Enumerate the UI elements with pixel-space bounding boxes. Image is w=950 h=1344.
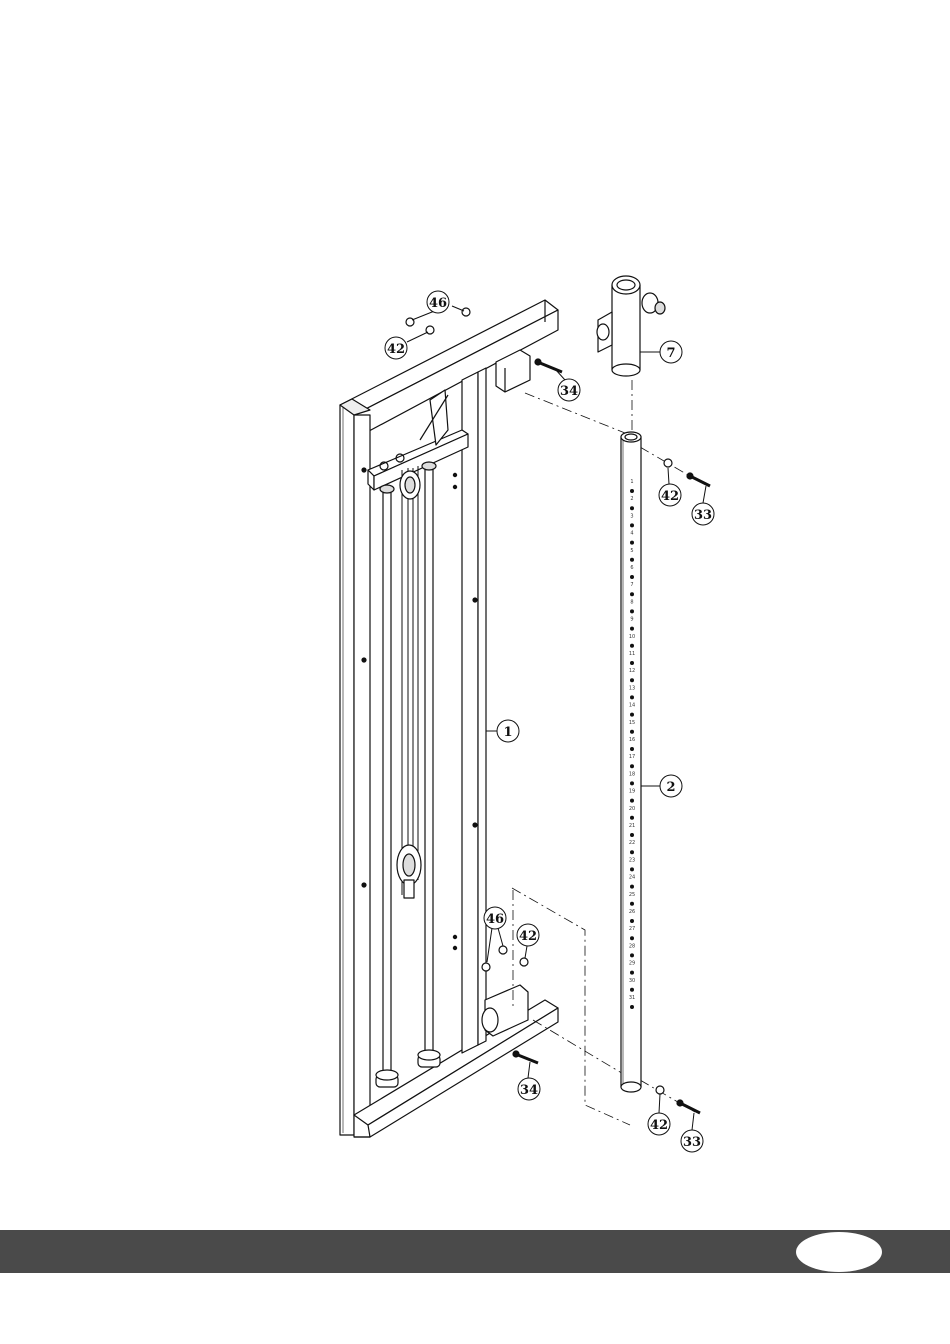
- tube-hole-number: 19: [629, 789, 635, 795]
- tube-hole: [630, 644, 634, 648]
- callout-1: 1: [486, 720, 519, 742]
- tube-hole-number: 27: [629, 926, 635, 932]
- callout-46-top: 46: [412, 291, 464, 320]
- callout-42-bottom: 42: [648, 1094, 670, 1135]
- tube-hole-number: 22: [629, 840, 635, 846]
- tube-hole-number: 8: [630, 599, 633, 605]
- tube-hole-number: 3: [630, 513, 633, 519]
- svg-text:34: 34: [520, 1083, 538, 1098]
- pulley-carriage: [597, 276, 665, 376]
- tube-hole: [630, 609, 634, 613]
- svg-text:42: 42: [661, 489, 679, 504]
- tube-hole-number: 30: [629, 978, 635, 984]
- callout-34-top: 34: [556, 370, 580, 401]
- tube-hole-number: 4: [630, 531, 633, 537]
- tube-hole: [630, 902, 634, 906]
- tube-hole-number: 25: [629, 892, 635, 898]
- callout-42-top: 42: [385, 332, 428, 359]
- hardware: [406, 308, 710, 1113]
- tube-hole: [630, 833, 634, 837]
- tube-hole: [630, 523, 634, 527]
- tube-hole-number: 2: [630, 496, 633, 502]
- callout-42-mid: 42: [517, 924, 539, 958]
- tube-hole-number: 16: [629, 737, 635, 743]
- tube-hole: [630, 541, 634, 545]
- tube-hole: [630, 867, 634, 871]
- tube-hole: [630, 661, 634, 665]
- tube-hole-number: 12: [629, 668, 635, 674]
- page-number: [796, 1232, 882, 1272]
- tube-hole: [630, 764, 634, 768]
- tube-hole-number: 13: [629, 685, 635, 691]
- tube-hole: [630, 506, 634, 510]
- tube-hole-number: 20: [629, 806, 635, 812]
- tube-hole-number: 17: [629, 754, 635, 760]
- tube-hole-number: 31: [629, 995, 635, 1001]
- tube-hole: [630, 885, 634, 889]
- tube-hole-number: 26: [629, 909, 635, 915]
- tube-hole: [630, 747, 634, 751]
- tube-hole: [630, 781, 634, 785]
- tube-hole: [630, 850, 634, 854]
- callout-42-right: 42: [659, 468, 681, 506]
- tube-hole: [630, 627, 634, 631]
- tube-hole-number: 9: [630, 617, 633, 623]
- callout-2: 2: [641, 775, 682, 797]
- svg-text:42: 42: [387, 342, 405, 357]
- tube-hole: [630, 558, 634, 562]
- tube-hole-number: 21: [629, 823, 635, 829]
- tube-hole: [630, 730, 634, 734]
- tube-hole-number: 28: [629, 943, 635, 949]
- tube-hole: [630, 799, 634, 803]
- tube-hole-number: 18: [629, 771, 635, 777]
- tube-hole-number: 15: [629, 720, 635, 726]
- svg-text:1: 1: [503, 725, 512, 740]
- tube-hole: [630, 936, 634, 940]
- tube-hole: [630, 953, 634, 957]
- tube-hole: [630, 988, 634, 992]
- tube-hole-number: 29: [629, 961, 635, 967]
- main-frame: [340, 300, 558, 1137]
- tube-hole-number: 10: [629, 634, 635, 640]
- tube-hole: [630, 592, 634, 596]
- tube-hole-number: 1: [630, 479, 633, 485]
- tube-hole-number: 11: [629, 651, 635, 657]
- tube-hole-number: 23: [629, 857, 635, 863]
- svg-text:46: 46: [486, 912, 504, 927]
- tube-hole: [630, 713, 634, 717]
- tube-hole-number: 24: [629, 875, 635, 881]
- svg-text:33: 33: [683, 1135, 701, 1150]
- svg-text:42: 42: [519, 929, 537, 944]
- tube-hole: [630, 1005, 634, 1009]
- callout-34-bottom: 34: [518, 1062, 540, 1100]
- tube-hole: [630, 489, 634, 493]
- tube-hole: [630, 971, 634, 975]
- svg-text:7: 7: [666, 346, 675, 361]
- callout-33-right: 33: [692, 486, 714, 525]
- tube-hole: [630, 575, 634, 579]
- svg-text:46: 46: [429, 296, 447, 311]
- svg-text:42: 42: [650, 1118, 668, 1133]
- tube-hole: [630, 816, 634, 820]
- tube-hole-number: 6: [630, 565, 633, 571]
- tube-hole-number: 14: [629, 703, 635, 709]
- svg-text:34: 34: [560, 384, 578, 399]
- tube-hole: [630, 919, 634, 923]
- svg-text:2: 2: [666, 780, 675, 795]
- tube-hole-number: 7: [630, 582, 633, 588]
- svg-text:33: 33: [694, 508, 712, 523]
- callout-33-bottom: 33: [681, 1113, 703, 1152]
- tube-hole: [630, 678, 634, 682]
- tube-hole: [630, 695, 634, 699]
- callout-7: 7: [640, 341, 682, 363]
- tube-hole-number: 5: [630, 548, 633, 554]
- adjustment-upright-tube: 1234567891011121314151617181920212223242…: [621, 432, 641, 1092]
